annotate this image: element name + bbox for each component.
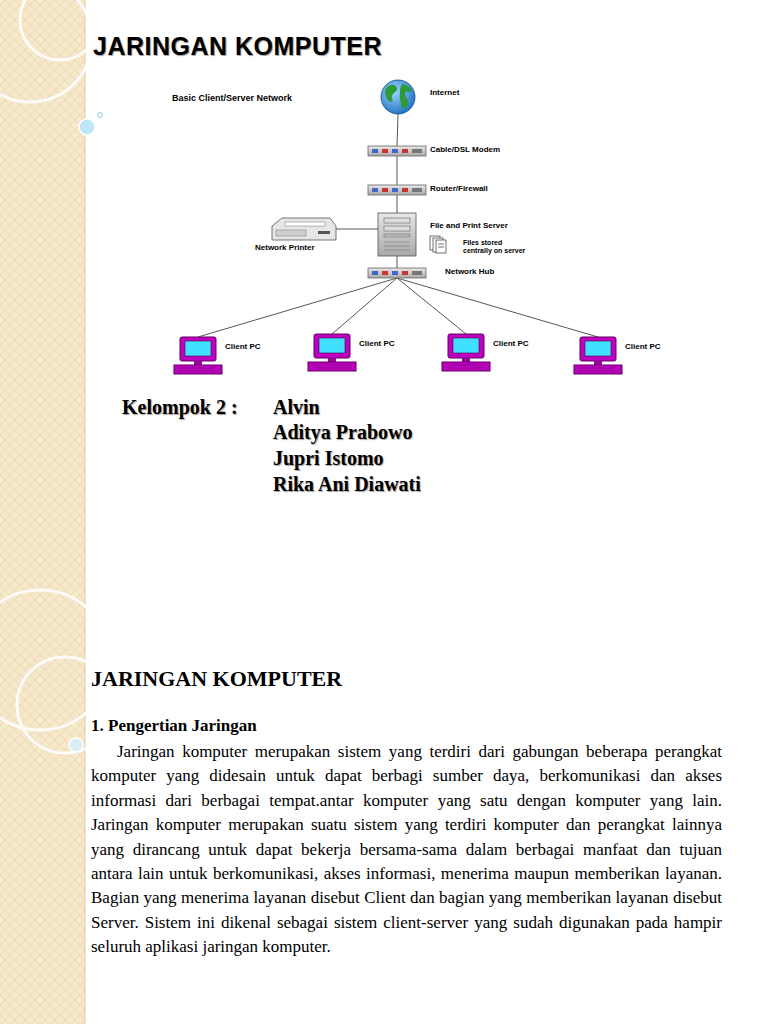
network-cable xyxy=(397,256,398,268)
device-label: Client PC xyxy=(225,343,261,352)
device-label: Cable/DSL Modem xyxy=(430,146,500,155)
network-cable xyxy=(397,195,398,213)
network-cable xyxy=(198,278,397,337)
device-node: Network Printer xyxy=(272,218,336,240)
device-node: Client PC xyxy=(174,337,222,374)
member-name: Aditya Prabowo xyxy=(273,421,412,444)
client-pc-icon xyxy=(308,334,356,371)
server-icon xyxy=(378,213,416,256)
diagram-title: Basic Client/Server Network xyxy=(172,93,292,103)
network-cable xyxy=(397,156,398,185)
device-node: Cable/DSL Modem xyxy=(368,146,426,156)
router-icon xyxy=(368,185,426,195)
slide-heading: JARINGAN KOMPUTER xyxy=(91,666,342,692)
device-node: Client PC xyxy=(574,337,622,374)
network-cable xyxy=(397,278,598,337)
member-name: Rika Ani Diawati xyxy=(273,473,421,496)
device-label: Client PC xyxy=(359,340,395,349)
modem-icon xyxy=(368,146,426,156)
device-label: Files stored centrally on server xyxy=(463,239,533,254)
network-cable xyxy=(397,114,398,146)
decor-circles xyxy=(0,0,113,753)
device-node: Files stored centrally on server xyxy=(430,236,446,253)
files-icon xyxy=(430,236,446,253)
device-node: Client PC xyxy=(308,334,356,371)
device-node: Router/Firewall xyxy=(368,185,426,195)
device-label: Client PC xyxy=(625,343,661,352)
decor-bubble xyxy=(79,119,95,135)
client-pc-icon xyxy=(174,337,222,374)
member-name: Alvin xyxy=(273,396,320,419)
hub-icon xyxy=(368,268,426,278)
device-label: Internet xyxy=(430,89,459,98)
section-heading: 1. Pengertian Jaringan xyxy=(91,716,257,736)
printer-icon xyxy=(272,218,336,240)
device-label: Network Printer xyxy=(255,244,315,253)
globe-icon xyxy=(381,80,415,114)
network-cable xyxy=(332,278,397,334)
network-cable xyxy=(336,229,378,230)
side-strip xyxy=(0,0,85,1024)
group-label: Kelompok 2 : xyxy=(122,396,238,419)
body-paragraph: Jaringan komputer merupakan sistem yang … xyxy=(91,740,722,960)
decor-bubble xyxy=(98,113,103,118)
decor-bubble xyxy=(69,738,83,752)
client-pc-icon xyxy=(442,334,490,371)
device-node: Client PC xyxy=(442,334,490,371)
device-node: Internet xyxy=(381,80,415,114)
device-label: Network Hub xyxy=(445,268,494,277)
client-pc-icon xyxy=(574,337,622,374)
device-node: File and Print Server xyxy=(378,213,416,256)
device-label: File and Print Server xyxy=(430,222,508,231)
page-title: JARINGAN KOMPUTER xyxy=(93,32,382,61)
device-label: Router/Firewall xyxy=(430,185,488,194)
member-name: Jupri Istomo xyxy=(273,447,384,470)
network-cable xyxy=(397,278,466,334)
device-label: Client PC xyxy=(493,340,529,349)
device-node: Network Hub xyxy=(368,268,426,278)
